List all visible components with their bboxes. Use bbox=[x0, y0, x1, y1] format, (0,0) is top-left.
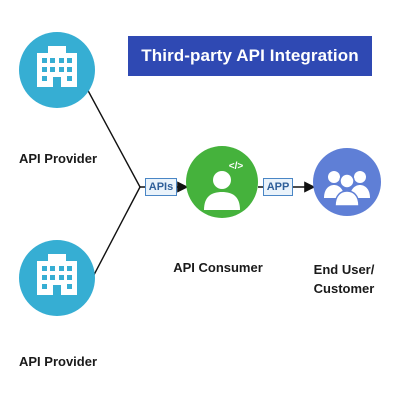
api-provider-node-2 bbox=[19, 240, 95, 316]
users-group-icon bbox=[324, 171, 370, 207]
api-consumer-node: </> bbox=[186, 146, 258, 218]
connector-provider-1 bbox=[84, 84, 141, 188]
api-provider-label-2: API Provider bbox=[18, 354, 98, 369]
api-provider-node-1 bbox=[19, 32, 95, 108]
apis-tag: APIs bbox=[145, 178, 177, 196]
end-user-label-line-2: Customer bbox=[313, 281, 375, 296]
developer-icon: </> bbox=[204, 161, 243, 210]
api-provider-label-1: API Provider bbox=[18, 151, 98, 166]
api-consumer-label: API Consumer bbox=[173, 260, 263, 275]
diagram-title: Third-party API Integration bbox=[128, 36, 372, 76]
end-user-node bbox=[313, 148, 381, 216]
app-tag: APP bbox=[263, 178, 293, 196]
end-user-label-line-1: End User/ bbox=[313, 262, 375, 277]
end-user-label: End User/ Customer bbox=[300, 260, 388, 298]
code-glyph: </> bbox=[229, 161, 244, 172]
